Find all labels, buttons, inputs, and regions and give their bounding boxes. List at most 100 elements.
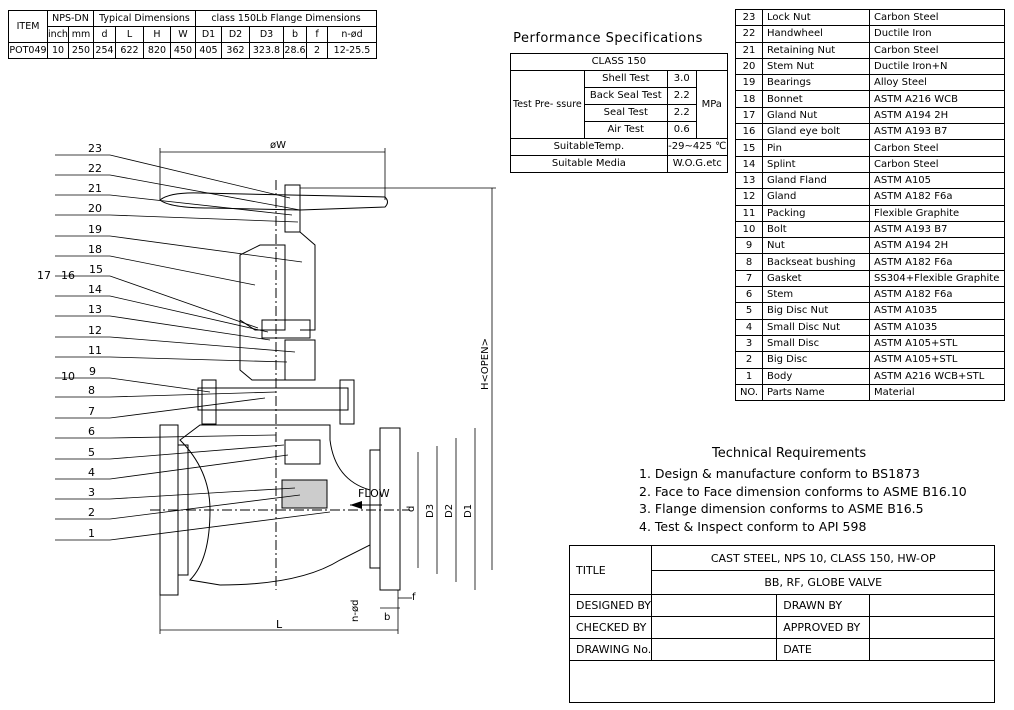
dim-d3-label: D3 xyxy=(425,504,436,518)
callout-leader xyxy=(109,494,301,520)
callout-leader xyxy=(109,295,269,333)
callout-leader xyxy=(109,194,293,216)
dim-d1-label: D1 xyxy=(463,504,474,518)
dim-d2-label: D2 xyxy=(444,504,455,518)
row-value: 10 xyxy=(47,42,69,59)
title-block: TITLE CAST STEEL, NPS 10, CLASS 150, HW-… xyxy=(568,545,996,703)
row-value: 28.6 xyxy=(283,42,307,59)
requirement-item: 1. Design & manufacture conform to BS187… xyxy=(639,466,920,481)
drawing-no-label: DRAWING No. xyxy=(568,638,653,661)
callout-leader xyxy=(109,444,285,460)
row-value: 12-25.5 xyxy=(327,42,377,59)
callout-label-5: 5 xyxy=(88,446,95,459)
dim-w-label: øW xyxy=(270,140,286,151)
body-shape xyxy=(179,424,371,586)
row-value: POT049 xyxy=(8,42,48,59)
callout-label-10: 10 xyxy=(61,370,75,383)
row-value: 820 xyxy=(143,42,171,59)
callout-leader xyxy=(109,255,256,286)
table-row: POT049 10 250 254 622 820 450 405 362 32… xyxy=(8,42,377,59)
disc-lower-shape xyxy=(281,479,328,509)
bonnet-lower-shape xyxy=(239,320,290,381)
callout-label-19: 19 xyxy=(88,223,102,236)
callout-label-8: 8 xyxy=(88,384,95,397)
flow-indicator: FLOW xyxy=(350,487,390,509)
right-flange-shape xyxy=(379,427,401,591)
bonnet-right-shape xyxy=(299,231,316,331)
callout-label-3: 3 xyxy=(88,486,95,499)
callout-leader xyxy=(109,397,266,419)
title-line-2: BB, RF, GLOBE VALVE xyxy=(651,570,996,595)
bonnet-left-shape xyxy=(239,244,286,331)
callout-label-6: 6 xyxy=(88,425,95,438)
callout-label-15: 15 xyxy=(89,263,103,276)
row-value: 622 xyxy=(115,42,144,59)
requirements-title: Technical Requirements xyxy=(712,446,867,461)
callout-label-1: 1 xyxy=(88,527,95,540)
callout-leader xyxy=(109,174,301,211)
handwheel-shape xyxy=(159,192,388,211)
flow-arrow-head xyxy=(350,501,362,509)
requirements-list: 1. Design & manufacture conform to BS187… xyxy=(639,465,967,535)
dim-h-label: H<OPEN> xyxy=(480,338,491,390)
callout-leader xyxy=(109,214,299,223)
callout-label-16: 16 xyxy=(61,269,75,282)
callout-leader xyxy=(109,511,331,541)
header-item: ITEM xyxy=(8,10,48,43)
media-value: W.O.G.etc xyxy=(666,155,728,173)
title-label: TITLE xyxy=(568,545,653,595)
callout-leader xyxy=(109,356,288,363)
dim-f-label: f xyxy=(412,592,416,603)
left-bolt-shape xyxy=(201,379,217,425)
callout-label-23: 23 xyxy=(88,142,102,155)
callout-label-21: 21 xyxy=(88,182,102,195)
callout-label-9: 9 xyxy=(89,365,96,378)
parts-header-material: Material xyxy=(869,383,1005,402)
dim-l-label: L xyxy=(276,618,283,631)
flow-label: FLOW xyxy=(358,487,390,500)
callout-label-13: 13 xyxy=(88,303,102,316)
callout-label-11: 11 xyxy=(88,344,102,357)
bonnet-flange-shape xyxy=(197,387,349,411)
row-value: 323.8 xyxy=(249,42,284,59)
callout-leader xyxy=(109,336,296,353)
requirement-item: 3. Flange dimension conforms to ASME B16… xyxy=(639,501,924,516)
pressure-unit: MPa xyxy=(695,70,728,139)
dim-b-label: b xyxy=(384,612,390,623)
callout-leader xyxy=(109,434,277,439)
requirement-item: 4. Test & Inspect conform to API 598 xyxy=(639,518,867,534)
performance-title: Performance Specifications xyxy=(513,31,703,46)
disc-upper-shape xyxy=(284,439,321,465)
callout-leader xyxy=(109,275,259,329)
dim-nd-label: n-ød xyxy=(350,600,361,622)
callout-label-4: 4 xyxy=(88,466,95,479)
callout-label-14: 14 xyxy=(88,283,102,296)
callout-label-17: 17 xyxy=(37,269,51,282)
callout-label-2: 2 xyxy=(88,506,95,519)
callout-leader xyxy=(109,487,296,500)
right-bolt-shape xyxy=(339,379,355,425)
gland-shape xyxy=(284,339,316,381)
callout-leader xyxy=(109,315,271,341)
right-raised-face xyxy=(369,449,381,569)
dimension-table: ITEM NPS-DN Typical Dimensions class 150… xyxy=(8,10,377,59)
test-pressure-label: Test Pre- ssure xyxy=(510,70,585,139)
callout-leader xyxy=(109,377,211,393)
callout-label-7: 7 xyxy=(88,405,95,418)
parts-header-row: NO. Parts Name Material xyxy=(735,383,1005,402)
callout-leader xyxy=(109,235,303,263)
